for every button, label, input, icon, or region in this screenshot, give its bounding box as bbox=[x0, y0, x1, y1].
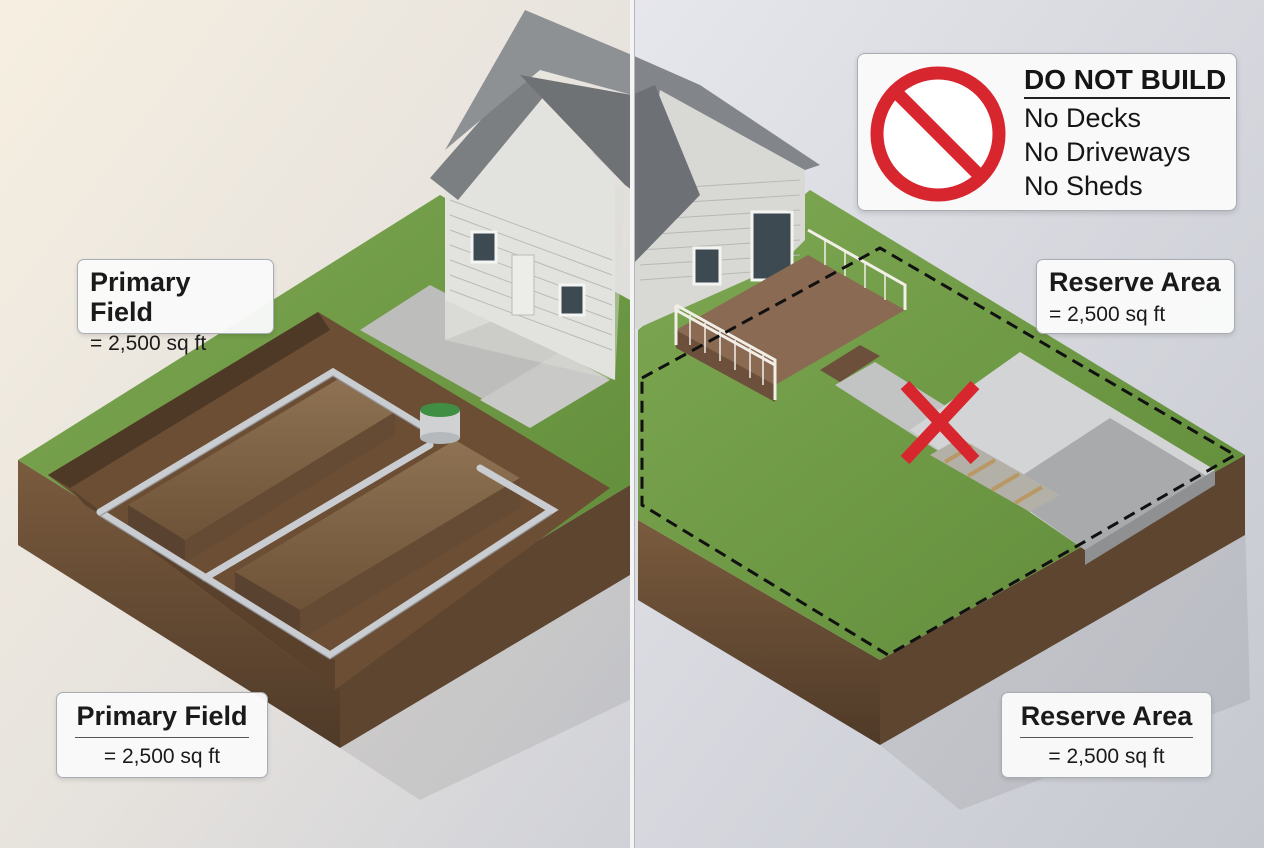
door bbox=[511, 254, 535, 316]
red-x-icon bbox=[900, 380, 980, 465]
soil-cross-section-front bbox=[638, 520, 880, 745]
divider-line bbox=[75, 736, 249, 739]
primary-field-title: Primary Field bbox=[90, 267, 191, 327]
distribution-pipes bbox=[96, 367, 559, 660]
do-not-build-notice: DO NOT BUILD No Decks No Driveways No Sh… bbox=[857, 53, 1237, 211]
wooden-deck bbox=[674, 228, 907, 402]
window bbox=[558, 283, 586, 317]
reserve-area-boundary bbox=[640, 246, 1238, 657]
roof bbox=[632, 55, 820, 270]
notice-item-decks: No Decks bbox=[1024, 103, 1142, 134]
distribution-box bbox=[420, 403, 460, 444]
primary-field-label-bottom: Primary Field = 2,500 sq ft bbox=[56, 692, 268, 778]
reserve-area-title: Reserve Area bbox=[1049, 267, 1221, 297]
primary-field-area: = 2,500 sq ft bbox=[103, 745, 221, 769]
window bbox=[470, 230, 498, 264]
house-right bbox=[632, 55, 820, 330]
reserve-area-label-bottom: Reserve Area = 2,500 sq ft bbox=[1001, 692, 1212, 778]
primary-field-area: = 2,500 sq ft bbox=[90, 332, 207, 356]
reserve-area-size: = 2,500 sq ft bbox=[1049, 302, 1166, 326]
window bbox=[692, 246, 722, 286]
divider-line bbox=[1020, 736, 1193, 739]
roof bbox=[430, 75, 545, 200]
notice-item-driveways: No Driveways bbox=[1024, 136, 1191, 167]
reserve-area-title: Reserve Area bbox=[1020, 701, 1193, 731]
reserve-area-label-top: Reserve Area = 2,500 sq ft bbox=[1036, 259, 1235, 334]
house-left bbox=[430, 10, 632, 380]
primary-field-diorama bbox=[18, 10, 632, 800]
notice-item-sheds: No Sheds bbox=[1024, 170, 1143, 201]
soil-cross-section-front bbox=[18, 460, 340, 748]
panel-divider bbox=[630, 0, 634, 848]
reserve-area-diorama bbox=[632, 55, 1250, 810]
primary-field-label-top: Primary Field = 2,500 sq ft bbox=[77, 259, 274, 355]
reserve-area-size: = 2,500 sq ft bbox=[1048, 745, 1165, 769]
soil-cross-section-side bbox=[880, 455, 1245, 745]
primary-field-title: Primary Field bbox=[76, 701, 248, 731]
gravel-bed-1 bbox=[128, 378, 395, 563]
soil-cross-section-side bbox=[340, 485, 630, 748]
notice-title: DO NOT BUILD bbox=[1024, 64, 1230, 100]
no-symbol-icon bbox=[870, 66, 1006, 202]
